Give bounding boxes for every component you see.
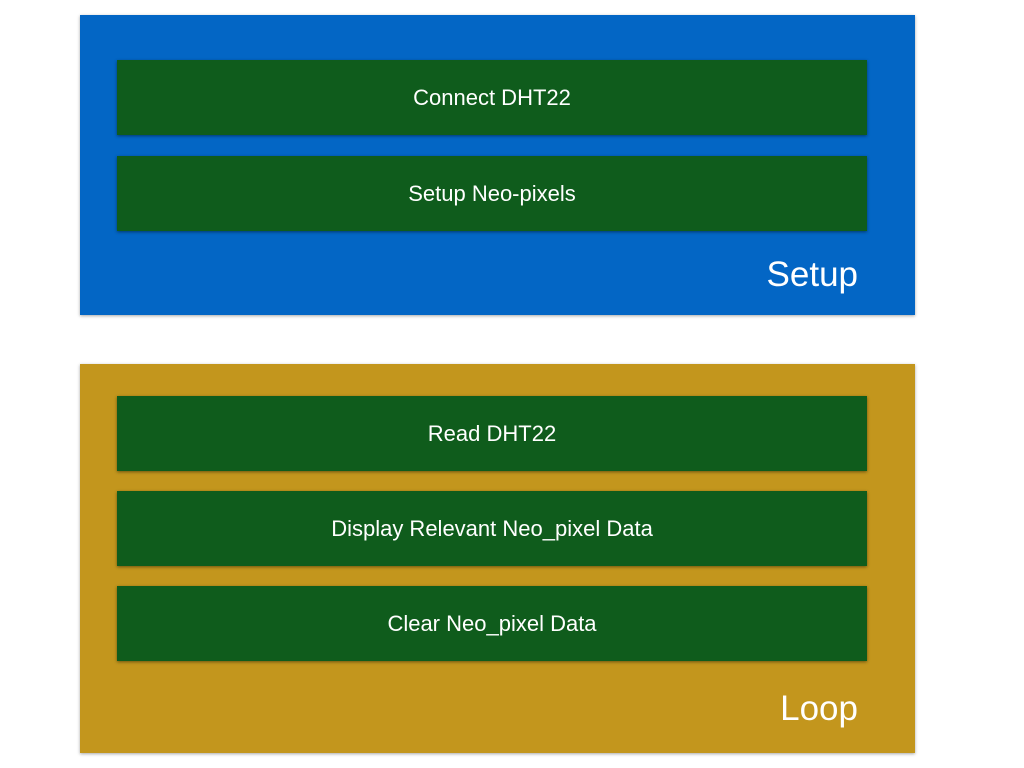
step-label: Display Relevant Neo_pixel Data <box>331 515 653 541</box>
setup-panel-label: Setup <box>766 255 858 294</box>
loop-panel: Read DHT22 Display Relevant Neo_pixel Da… <box>80 364 915 753</box>
loop-panel-label: Loop <box>780 689 858 728</box>
step-connect-dht22: Connect DHT22 <box>117 60 867 135</box>
step-setup-neo-pixels: Setup Neo-pixels <box>117 156 867 231</box>
step-label: Read DHT22 <box>427 420 557 446</box>
step-label: Connect DHT22 <box>413 84 571 110</box>
step-label: Setup Neo-pixels <box>408 180 576 206</box>
setup-panel: Connect DHT22 Setup Neo-pixels Setup <box>80 15 915 315</box>
step-clear-neo-pixel-data: Clear Neo_pixel Data <box>117 586 867 661</box>
step-read-dht22: Read DHT22 <box>117 396 867 471</box>
step-display-neo-pixel-data: Display Relevant Neo_pixel Data <box>117 491 867 566</box>
step-label: Clear Neo_pixel Data <box>387 610 597 636</box>
